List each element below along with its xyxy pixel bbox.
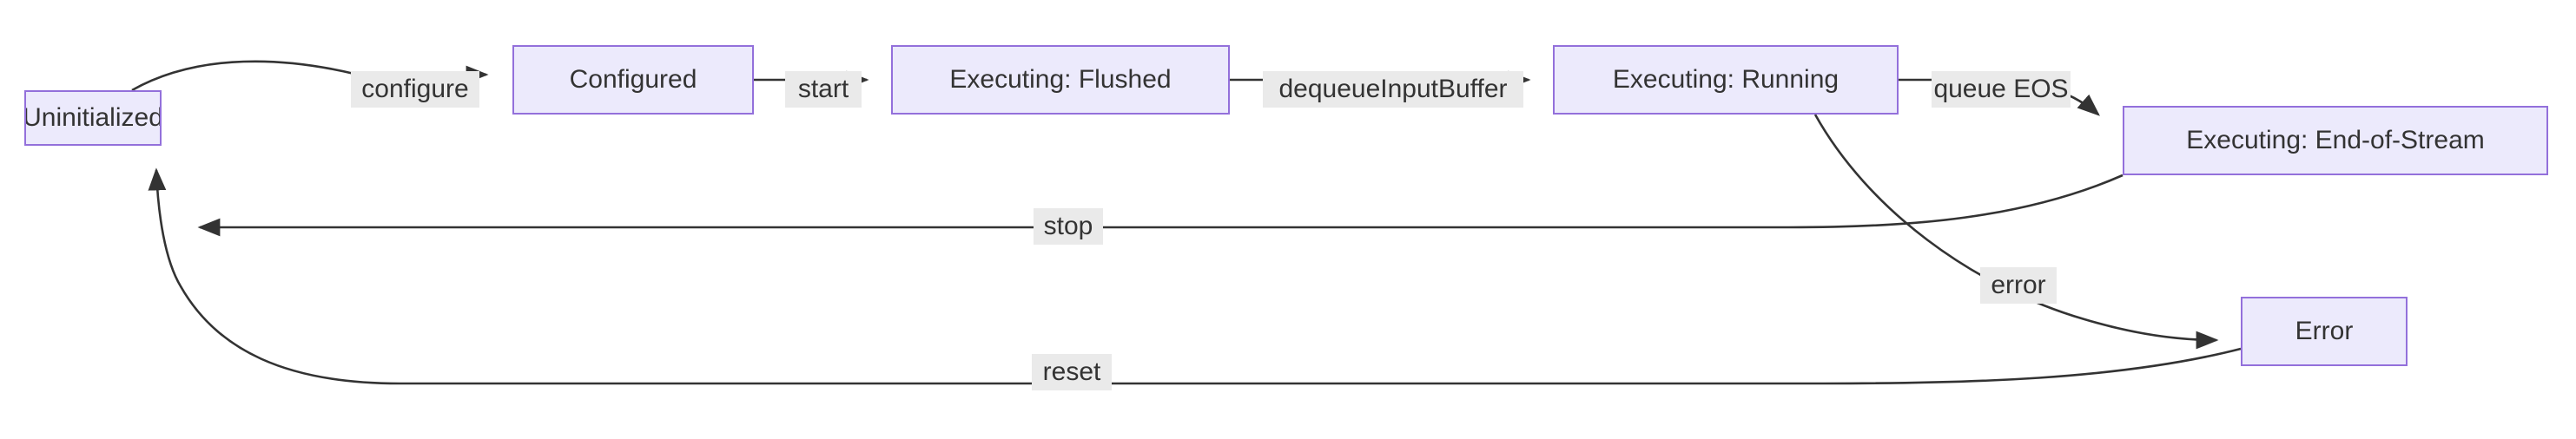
- state-label-executing-running: Executing: Running: [1612, 65, 1840, 94]
- edge-label-dequeue-input-buffer: dequeueInputBuffer: [1263, 71, 1523, 108]
- edge-label-reset: reset: [1032, 354, 1112, 390]
- state-label-configured: Configured: [569, 65, 697, 94]
- state-node-executing-running[interactable]: Executing: Running: [1553, 45, 1899, 115]
- state-node-executing-end-of-stream[interactable]: Executing: End-of-Stream: [2123, 106, 2548, 175]
- edge-label-error: error: [1980, 267, 2057, 304]
- edge-configure-path: [131, 60, 489, 92]
- state-node-configured[interactable]: Configured: [512, 45, 754, 115]
- edge-label-queue-eos: queue EOS: [1932, 71, 2071, 108]
- edge-label-start: start: [785, 71, 862, 108]
- edge-label-configure: configure: [351, 71, 479, 108]
- state-label-executing-flushed: Executing: Flushed: [949, 65, 1172, 94]
- state-node-error[interactable]: Error: [2241, 297, 2408, 366]
- state-label-uninitialized: Uninitialized: [24, 103, 162, 132]
- state-node-uninitialized[interactable]: Uninitialized: [24, 90, 162, 146]
- state-label-executing-end-of-stream: Executing: End-of-Stream: [2186, 126, 2485, 154]
- edge-label-stop: stop: [1034, 208, 1103, 245]
- state-node-executing-flushed[interactable]: Executing: Flushed: [891, 45, 1230, 115]
- state-label-error: Error: [2295, 317, 2354, 345]
- edge-stop-path: [197, 174, 2124, 237]
- edge-reset-path: [148, 167, 2242, 385]
